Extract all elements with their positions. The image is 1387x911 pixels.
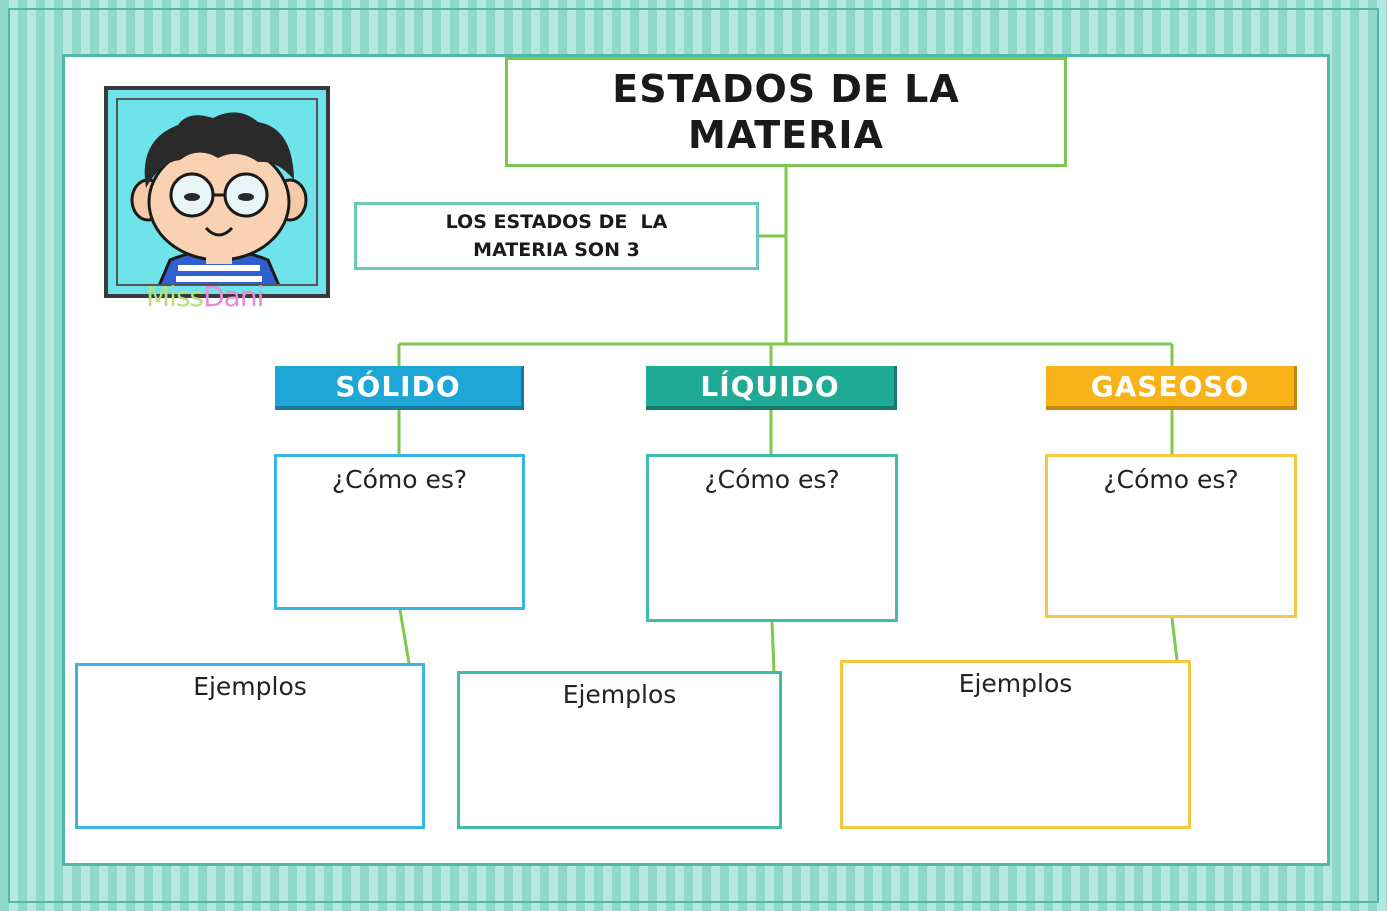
link-liquido-examples	[770, 621, 776, 672]
diagram-title: ESTADOS DE LA MATERIA	[505, 57, 1067, 167]
link-solido-examples	[398, 609, 411, 664]
examples-box-gaseoso[interactable]: Ejemplos	[840, 660, 1191, 829]
boy-avatar-image	[104, 86, 330, 298]
examples-box-liquido[interactable]: Ejemplos	[457, 671, 782, 829]
examples-label-liquido: Ejemplos	[562, 680, 677, 709]
question-label-gaseoso: ¿Cómo es?	[1103, 465, 1239, 494]
question-box-liquido[interactable]: ¿Cómo es?	[646, 454, 898, 622]
title-line-2: MATERIA	[688, 113, 884, 157]
examples-label-gaseoso: Ejemplos	[958, 669, 1073, 698]
state-liquido-label: LÍQUIDO	[646, 366, 897, 410]
question-box-solido[interactable]: ¿Cómo es?	[274, 454, 525, 610]
intro-line-1: LOS ESTADOS DE LA	[445, 211, 668, 233]
title-line-1: ESTADOS DE LA	[612, 67, 960, 111]
question-label-liquido: ¿Cómo es?	[704, 465, 840, 494]
question-box-gaseoso[interactable]: ¿Cómo es?	[1045, 454, 1297, 618]
question-label-solido: ¿Cómo es?	[331, 465, 468, 494]
boy-cartoon-icon	[130, 112, 308, 284]
logo-part-1: Miss	[146, 280, 204, 313]
logo-part-2: Dani	[203, 280, 264, 313]
miss-dani-logo: MissDani	[146, 280, 306, 318]
link-gaseoso-examples	[1170, 617, 1179, 661]
intro-line-2: MATERIA SON 3	[473, 239, 640, 261]
examples-label-solido: Ejemplos	[193, 672, 307, 701]
outer-frame	[8, 8, 1379, 903]
examples-box-solido[interactable]: Ejemplos	[75, 663, 425, 829]
intro-box: LOS ESTADOS DE LA MATERIA SON 3	[354, 202, 759, 270]
state-gaseoso-label: GASEOSO	[1046, 366, 1297, 410]
state-solido-label: SÓLIDO	[275, 366, 524, 410]
